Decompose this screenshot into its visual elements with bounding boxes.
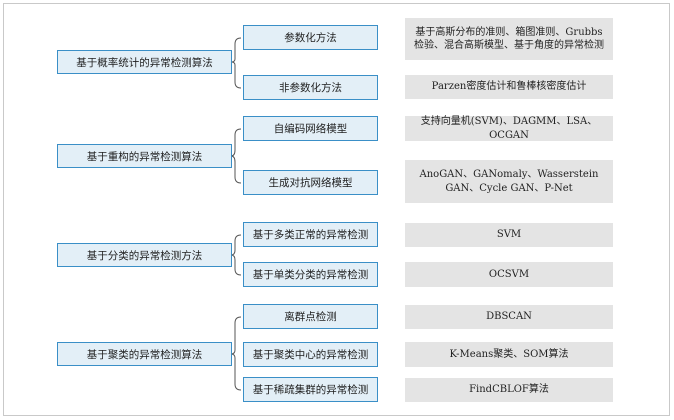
category-label: 基于分类的异常检测方法 (86, 249, 203, 262)
method-sparse-cluster: 基于稀疏集群的异常检测 (243, 377, 378, 402)
category-label: 基于概率统计的异常检测算法 (76, 56, 213, 69)
method-oneclass: 基于单类分类的异常检测 (243, 262, 378, 287)
bracket-2 (230, 128, 242, 184)
bracket-4 (230, 316, 242, 391)
detail-text: OCSVM (488, 268, 530, 280)
method-outlier: 离群点检测 (243, 304, 378, 329)
method-label: 非参数化方法 (279, 82, 342, 94)
method-cluster-center: 基于聚类中心的异常检测 (243, 342, 378, 367)
category-probability-statistics: 基于概率统计的异常检测算法 (57, 50, 232, 74)
detail-text: 支持向量机(SVM)、DAGMM、LSA、OCGAN (420, 116, 598, 141)
category-label: 基于重构的异常检测算法 (86, 150, 203, 163)
method-label: 基于单类分类的异常检测 (252, 269, 369, 281)
detail-oneclass: OCSVM (405, 262, 613, 287)
category-classification: 基于分类的异常检测方法 (57, 243, 232, 267)
bracket-1 (230, 37, 242, 89)
category-label: 基于聚类的异常检测算法 (86, 348, 203, 361)
detail-text: AnoGAN、GANomaly、Wasserstein GAN、Cycle GA… (419, 169, 599, 194)
method-label: 自编码网络模型 (273, 123, 348, 135)
method-label: 生成对抗网络模型 (268, 177, 353, 189)
detail-text: DBSCAN (486, 311, 532, 323)
detail-text: FindCBLOF算法 (469, 384, 549, 396)
method-label: 基于稀疏集群的异常检测 (252, 384, 369, 396)
detail-cluster-center: K-Means聚类、SOM算法 (405, 342, 613, 367)
method-gan: 生成对抗网络模型 (243, 170, 378, 195)
method-parametric: 参数化方法 (243, 25, 378, 50)
method-nonparametric: 非参数化方法 (243, 75, 378, 100)
detail-nonparametric: Parzen密度估计和鲁棒核密度估计 (405, 75, 613, 99)
method-label: 基于多类正常的异常检测 (252, 229, 369, 241)
detail-autoencoder: 支持向量机(SVM)、DAGMM、LSA、OCGAN (405, 116, 613, 141)
detail-sparse-cluster: FindCBLOF算法 (405, 378, 613, 402)
method-label: 参数化方法 (284, 32, 337, 44)
method-label: 离群点检测 (284, 311, 337, 323)
detail-text: SVM (496, 229, 522, 241)
method-autoencoder: 自编码网络模型 (243, 116, 378, 141)
detail-outlier: DBSCAN (405, 305, 613, 329)
detail-multiclass: SVM (405, 223, 613, 247)
detail-gan: AnoGAN、GANomaly、Wasserstein GAN、Cycle GA… (405, 160, 613, 203)
category-clustering: 基于聚类的异常检测算法 (57, 342, 232, 366)
method-label: 基于聚类中心的异常检测 (252, 349, 369, 361)
category-reconstruction: 基于重构的异常检测算法 (57, 144, 232, 168)
bracket-3 (230, 234, 242, 276)
detail-text: Parzen密度估计和鲁棒核密度估计 (431, 81, 587, 93)
detail-parametric: 基于高斯分布的准则、箱图准则、Grubbs检验、混合高斯模型、基于角度的异常检测 (405, 18, 613, 60)
detail-text: K-Means聚类、SOM算法 (449, 348, 569, 360)
detail-text: 基于高斯分布的准则、箱图准则、Grubbs检验、混合高斯模型、基于角度的异常检测 (414, 26, 604, 52)
method-multiclass: 基于多类正常的异常检测 (243, 222, 378, 247)
